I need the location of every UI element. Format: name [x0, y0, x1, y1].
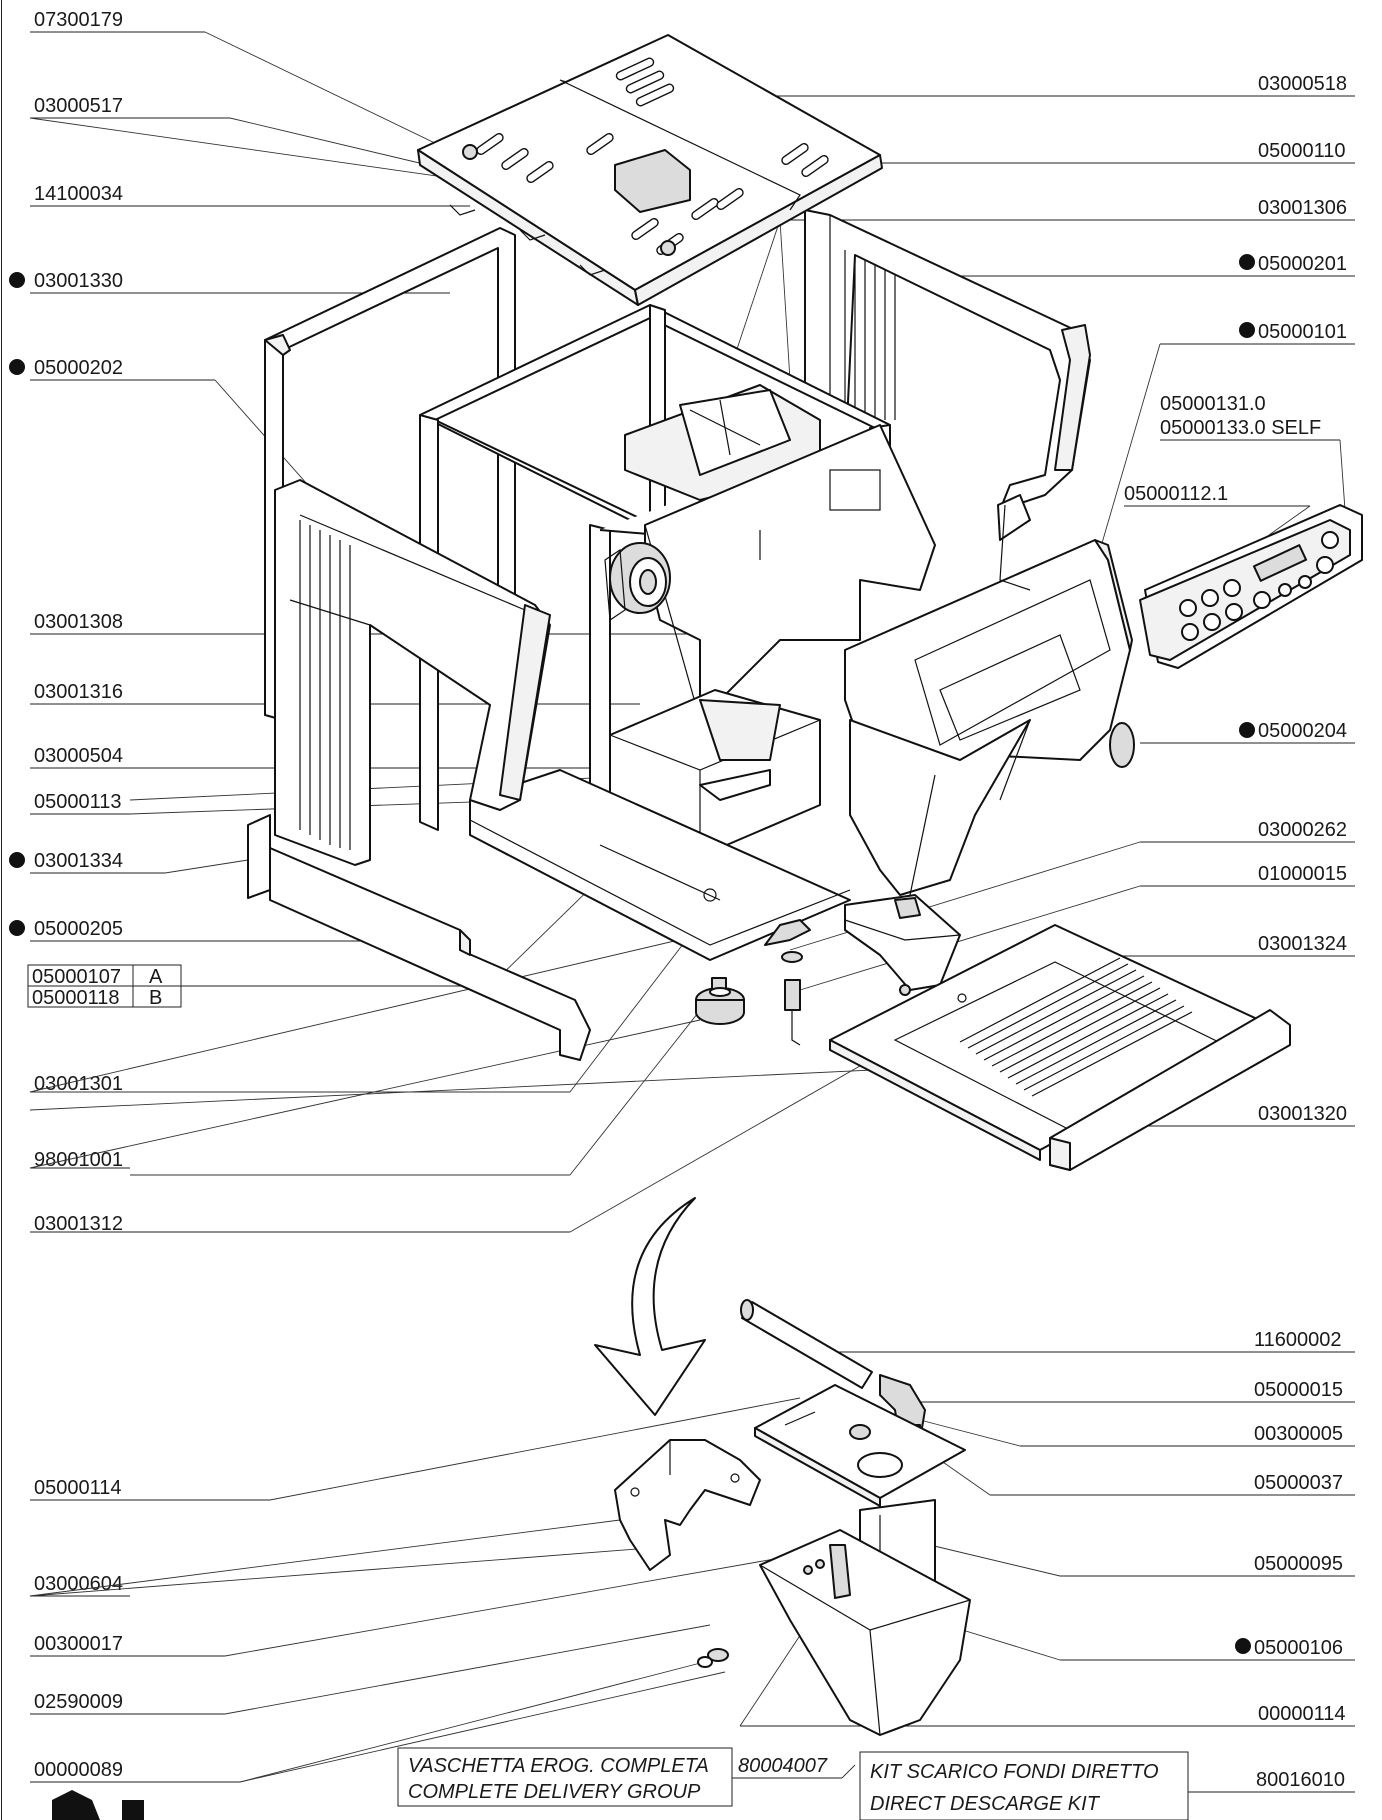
label-05000015: 05000015: [1254, 1379, 1343, 1401]
hopper-housing: [624, 384, 936, 721]
label-03001308: 03001308: [34, 611, 123, 633]
label-03001316: 03001316: [34, 681, 123, 703]
label-05000095: 05000095: [1254, 1553, 1343, 1575]
right-labels: 03000518 05000110 03001306 05000201 0500…: [469, 73, 1355, 1793]
label-05000037: 05000037: [1254, 1472, 1343, 1494]
label-14100034: 14100034: [34, 183, 123, 205]
variant-table: 05000107 A 05000118 B: [27, 829, 651, 1009]
kit-screw: [707, 1648, 729, 1662]
variant-letter-a: A: [149, 966, 163, 988]
label-03000262: 03000262: [1258, 819, 1347, 841]
machine-foot: [695, 977, 745, 1025]
left-labels: 07300179 03000517 14100034 03001330 0500…: [9, 9, 1081, 1235]
bullet-05000201: [1239, 254, 1255, 270]
label-03000517: 03000517: [34, 95, 123, 117]
label-00000089: 00000089: [34, 1759, 123, 1781]
label-05000202: 05000202: [34, 357, 123, 379]
label-05000106: 05000106: [1254, 1637, 1343, 1659]
control-panel: [1139, 504, 1363, 669]
discharge-tube: [741, 1301, 873, 1389]
top-cover: [417, 34, 883, 306]
brand-logo: [52, 1790, 100, 1820]
label-11600002: 11600002: [1254, 1329, 1342, 1351]
kit-bracket: [614, 1439, 761, 1571]
bullet-05000205: [9, 920, 25, 936]
label-00300017: 00300017: [34, 1633, 123, 1655]
label-03000518: 03000518: [1258, 73, 1347, 95]
discharge-kit-drawing: [614, 1299, 971, 1736]
label-05000101: 05000101: [1258, 321, 1347, 343]
variant-letter-b: B: [149, 987, 162, 1009]
label-05000112-1: 05000112.1: [1124, 483, 1228, 505]
label-03001324: 03001324: [1258, 933, 1347, 955]
drip-tray-grill-slots: [959, 957, 1193, 1097]
bullet-05000101: [1239, 322, 1255, 338]
label-01000015: 01000015: [1258, 863, 1347, 885]
bullet-03001330: [9, 272, 25, 288]
delivery-group-line1: VASCHETTA EROG. COMPLETA: [408, 1755, 709, 1777]
label-03001320: 03001320: [1258, 1103, 1347, 1125]
label-02590009: 02590009: [34, 1691, 123, 1713]
front-lower-cover: [849, 719, 1031, 896]
lower-left-labels: 05000114 03000604 00300017 02590009 0000…: [29, 1397, 801, 1783]
bullet-05000204: [1239, 722, 1255, 738]
top-cover-slots: [476, 57, 829, 256]
label-03000604: 03000604: [34, 1573, 123, 1595]
label-05000110: 05000110: [1258, 140, 1346, 162]
left-side-panel: [274, 479, 551, 866]
bullet-03001334: [9, 852, 25, 868]
label-03001301: 03001301: [34, 1073, 123, 1095]
front-skirt: [247, 814, 591, 1061]
label-03000504: 03000504: [34, 745, 123, 767]
discharge-kit-caption: KIT SCARICO FONDI DIRETTO DIRECT DESCARG…: [859, 1751, 1189, 1820]
label-05000114: 05000114: [34, 1477, 122, 1499]
brand-logo-mark: [122, 1800, 144, 1820]
label-05000113: 05000113: [34, 791, 122, 813]
label-05000201: 05000201: [1258, 253, 1347, 275]
label-00000114: 00000114: [1258, 1703, 1346, 1725]
label-03001306: 03001306: [1258, 197, 1347, 219]
delivery-tray: [759, 1529, 971, 1736]
label-00300005: 00300005: [1254, 1423, 1343, 1445]
label-03001334: 03001334: [34, 850, 123, 872]
direction-arrow: [594, 1197, 706, 1416]
label-03001312: 03001312: [34, 1213, 123, 1235]
variant-code-b: 05000118: [32, 987, 120, 1009]
label-98001001: 98001001: [34, 1149, 123, 1171]
label-05000133-0-self: 05000133.0 SELF: [1160, 417, 1321, 439]
grounds-drawer: [609, 689, 821, 851]
delivery-group-line2: COMPLETE DELIVERY GROUP: [408, 1781, 701, 1803]
label-05000131-0: 05000131.0: [1160, 393, 1266, 415]
variant-code-a: 05000107: [32, 966, 121, 988]
discharge-kit-line2: DIRECT DESCARGE KIT: [870, 1793, 1101, 1815]
bullet-05000106: [1235, 1638, 1251, 1654]
label-80016010: 80016010: [1256, 1769, 1345, 1791]
label-07300179: 07300179: [34, 9, 123, 31]
label-03001330: 03001330: [34, 270, 123, 292]
grinder-burr: [604, 542, 671, 622]
delivery-group-caption: VASCHETTA EROG. COMPLETA COMPLETE DELIVE…: [397, 1747, 856, 1807]
label-05000205: 05000205: [34, 918, 123, 940]
machine-drawing: [247, 34, 1363, 1171]
label-05000204: 05000204: [1258, 720, 1347, 742]
delivery-group-code: 80004007: [738, 1755, 828, 1777]
discharge-kit-line1: KIT SCARICO FONDI DIRETTO: [870, 1761, 1159, 1783]
grounds-bin: [764, 894, 961, 1046]
bullet-05000202: [9, 359, 25, 375]
